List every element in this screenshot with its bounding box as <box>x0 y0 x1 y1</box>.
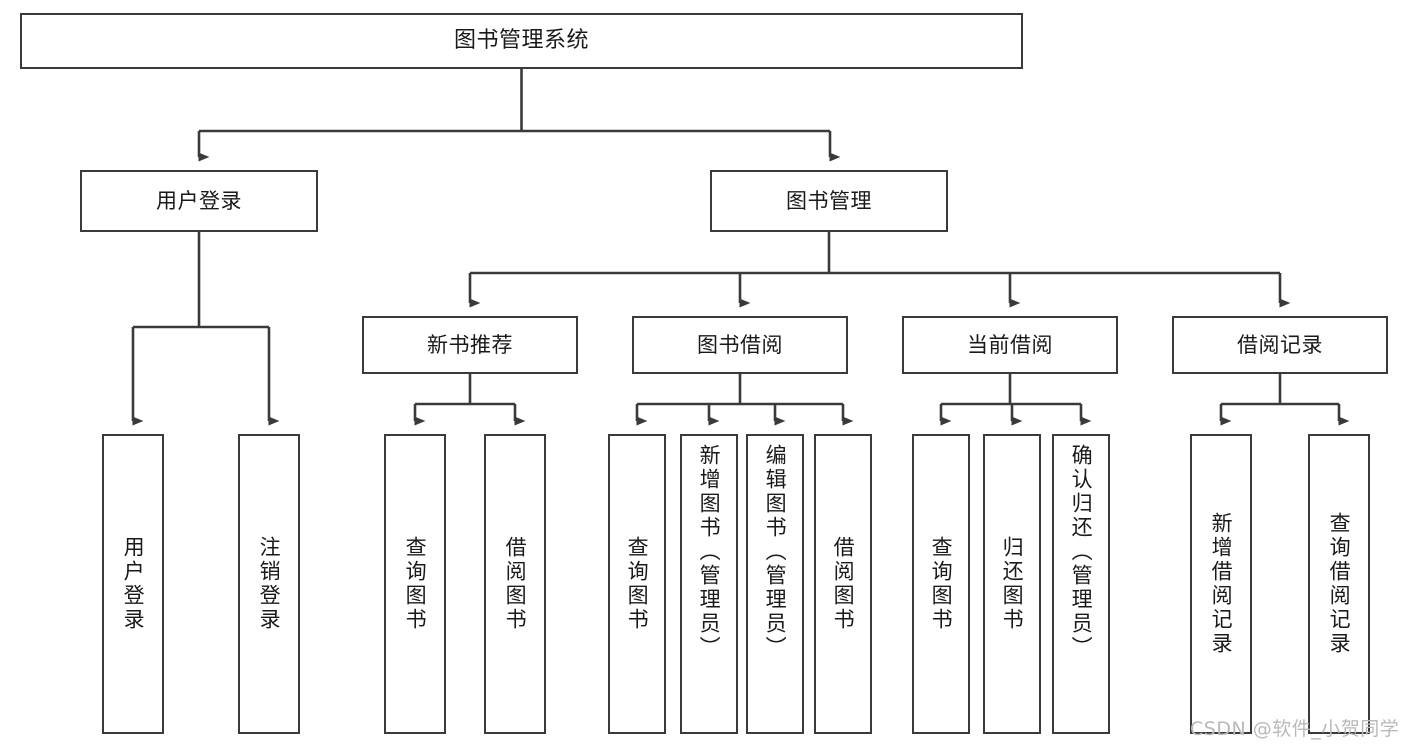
node-book-management[interactable]: 图书管理 <box>710 170 948 232</box>
node-label: 新增图书（管理员） <box>697 444 722 660</box>
node-leaf-query-book-borrow[interactable]: 查询图书 <box>608 434 666 734</box>
csdn-watermark: CSDN @软件_小贺同学 <box>1190 718 1400 740</box>
node-label: 用户登录 <box>156 188 242 213</box>
node-label: 新书推荐 <box>427 332 513 357</box>
node-new-book-recommend[interactable]: 新书推荐 <box>362 316 578 374</box>
node-user-login[interactable]: 用户登录 <box>80 170 318 232</box>
node-leaf-confirm-return[interactable]: 确认归还（管理员） <box>1052 434 1110 734</box>
node-label: 新增借阅记录 <box>1209 512 1234 656</box>
node-leaf-query-book-current[interactable]: 查询图书 <box>912 434 970 734</box>
node-leaf-add-borrow-record[interactable]: 新增借阅记录 <box>1190 434 1252 734</box>
node-label: 用户登录 <box>121 536 146 632</box>
node-label: 归还图书 <box>1000 536 1025 632</box>
node-label: 查询图书 <box>625 536 650 632</box>
node-borrow-record[interactable]: 借阅记录 <box>1172 316 1388 374</box>
node-label: 当前借阅 <box>967 332 1053 357</box>
node-leaf-user-logout[interactable]: 注销登录 <box>238 434 300 734</box>
node-leaf-user-login[interactable]: 用户登录 <box>102 434 164 734</box>
node-label: 图书管理 <box>786 188 872 213</box>
node-label: 借阅图书 <box>831 536 856 632</box>
node-label: 查询借阅记录 <box>1327 512 1352 656</box>
node-leaf-return-book[interactable]: 归还图书 <box>983 434 1041 734</box>
node-root-system[interactable]: 图书管理系统 <box>20 13 1023 69</box>
node-leaf-edit-book[interactable]: 编辑图书（管理员） <box>746 434 804 734</box>
node-label: 图书管理系统 <box>453 28 589 54</box>
node-leaf-add-book[interactable]: 新增图书（管理员） <box>680 434 738 734</box>
node-label: 借阅图书 <box>503 536 528 632</box>
node-current-borrow[interactable]: 当前借阅 <box>902 316 1118 374</box>
node-leaf-query-borrow-record[interactable]: 查询借阅记录 <box>1308 434 1370 734</box>
node-label: 确认归还（管理员） <box>1069 444 1094 660</box>
node-label: 编辑图书（管理员） <box>763 444 788 660</box>
node-label: 查询图书 <box>403 536 428 632</box>
node-label: 借阅记录 <box>1237 332 1323 357</box>
node-book-borrow[interactable]: 图书借阅 <box>632 316 848 374</box>
node-label: 图书借阅 <box>697 332 783 357</box>
node-label: 注销登录 <box>257 536 282 632</box>
node-leaf-query-book-recommend[interactable]: 查询图书 <box>384 434 446 734</box>
node-label: 查询图书 <box>929 536 954 632</box>
node-leaf-borrow-book[interactable]: 借阅图书 <box>814 434 872 734</box>
node-leaf-borrow-book-recommend[interactable]: 借阅图书 <box>484 434 546 734</box>
